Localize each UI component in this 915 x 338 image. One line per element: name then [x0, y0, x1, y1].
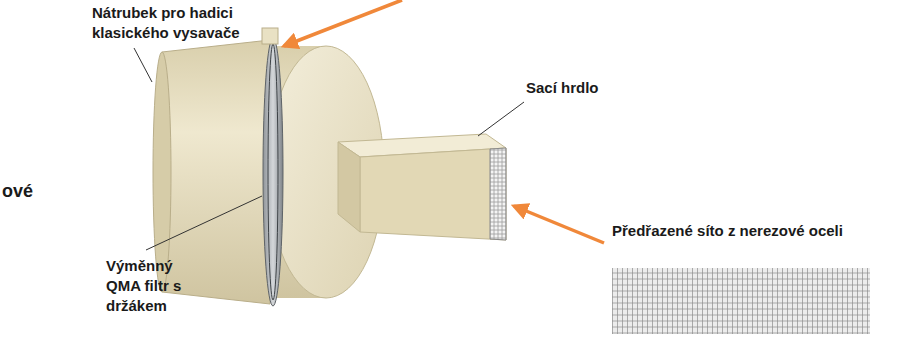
part-label: Nátrubek pro hadici klasického vysavače: [92, 3, 262, 43]
part-label: Předřazené síto z nerezové oceli: [612, 220, 862, 241]
part-label: Sací hrdlo: [526, 78, 646, 98]
part-label: Výměnný QMA filtr s držákem: [106, 256, 186, 316]
cropped-label: ové: [2, 180, 62, 202]
